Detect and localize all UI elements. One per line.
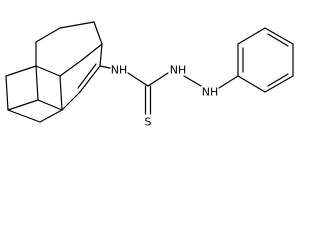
ring-bond [237,27,266,45]
cage-bond [59,21,95,29]
cage-double-bond [77,63,97,89]
hydrazine-link: NH [183,75,239,99]
polycyclic-cage [5,21,103,123]
cage-bond [39,109,63,123]
cage-bond [93,21,103,45]
cage-bond [35,65,39,101]
bond-cage-to-nh [99,65,111,69]
cage-bond [5,75,9,111]
phenyl-ring [237,27,294,93]
bond-nh-to-nh [183,75,202,87]
chemical-structure: NH NH S NH [5,21,294,129]
bond-nh-to-phenyl [218,75,239,89]
cage-bond [35,27,61,43]
cage-bond [79,65,101,93]
thiourea-group: NH NH S [99,64,187,129]
ring-inner-double-bond [267,73,289,87]
nh-label-middle: NH [170,64,187,77]
cage-bond [35,65,61,77]
ring-bond [264,75,294,93]
nh-label-left: NH [111,64,128,77]
bond-carbon-to-nh [147,72,169,87]
cage-bond [59,75,63,111]
cage-bond [5,65,37,77]
cage-bond [61,91,81,111]
cage-bond [59,59,83,77]
cage-bond [37,99,63,111]
bond-nh-to-carbon [127,72,149,87]
cage-bond [81,43,103,61]
cage-bond [7,109,41,123]
cage-bond [7,99,39,111]
sulfur-label: S [145,116,152,129]
ring-bond [264,27,294,45]
ring-inner-double-bond [267,33,289,47]
ring-bond [237,75,266,93]
cage-bond [99,43,103,67]
nh-label-lower: NH [202,86,219,99]
